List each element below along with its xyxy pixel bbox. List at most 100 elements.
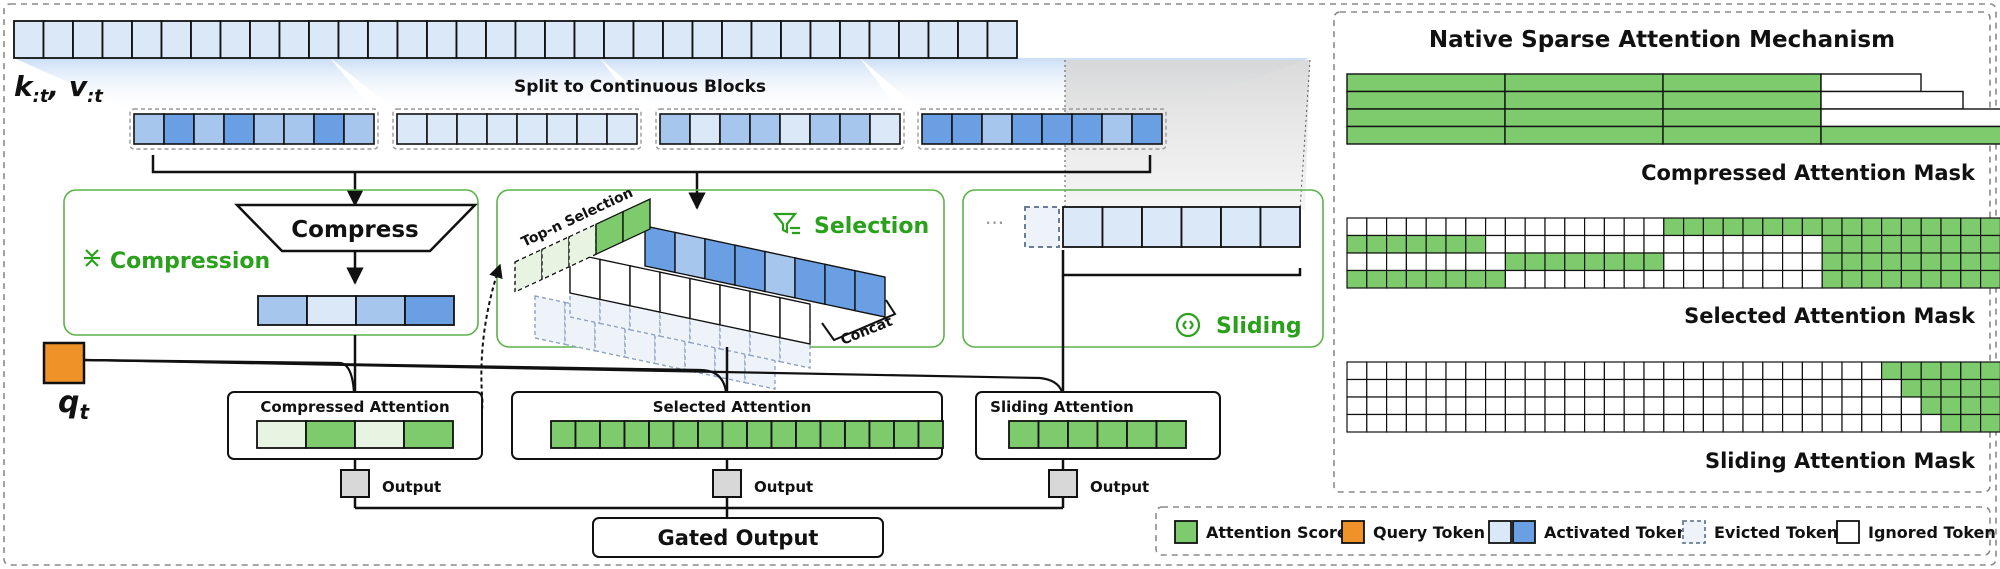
- mask-cell: [1940, 413, 1962, 433]
- mask-cell: [1504, 90, 1664, 110]
- kv-token: [278, 20, 310, 59]
- compressed-mask-label: Compressed Attention Mask: [1641, 161, 1976, 185]
- selection-strip-activated-token: [824, 263, 856, 312]
- mask-cell: [1346, 269, 1368, 289]
- mask-cell: [1841, 252, 1863, 272]
- selection-strip-token: [629, 264, 661, 313]
- compressed-token: [257, 295, 308, 326]
- mask-cell: [1722, 413, 1744, 433]
- block-token: [869, 113, 901, 145]
- mask-cell: [1960, 396, 1982, 416]
- mask-cell: [1722, 269, 1744, 289]
- mask-cell: [1623, 396, 1645, 416]
- mask-cell: [1940, 252, 1962, 272]
- selected-score: [672, 420, 699, 449]
- block-frame: [392, 108, 642, 150]
- mask-cell: [1385, 361, 1407, 381]
- sliding-token: [1259, 206, 1301, 248]
- mask-cell: [1663, 252, 1685, 272]
- block-token: [1101, 113, 1133, 145]
- mask-cell: [1960, 234, 1982, 254]
- mask-cell: [1940, 269, 1962, 289]
- selection-strip-activated-token: [704, 237, 736, 286]
- block-token: [749, 113, 781, 145]
- mask-cell: [1880, 396, 1902, 416]
- mask-cell: [1603, 269, 1625, 289]
- mask-cell: [1524, 361, 1546, 381]
- kv-token: [957, 20, 989, 59]
- legend-label-ignored-token: Ignored Token: [1868, 523, 1996, 542]
- block-frame: [917, 108, 1167, 150]
- mask-cell: [1821, 413, 1843, 433]
- mask-cell: [1820, 90, 1964, 110]
- top-n-score: [541, 235, 570, 281]
- mask-cell: [1484, 234, 1506, 254]
- mask-cell: [1544, 217, 1566, 237]
- mask-cell: [1920, 252, 1942, 272]
- mask-cell: [1564, 217, 1586, 237]
- mask-cell: [1465, 396, 1487, 416]
- mask-cell: [1781, 361, 1803, 381]
- mask-cell: [1880, 252, 1902, 272]
- selection-strip-token: [719, 284, 751, 333]
- kv-label: k:t, v:t: [14, 70, 104, 107]
- mask-cell: [1880, 361, 1902, 381]
- mask-cell: [1385, 413, 1407, 433]
- mask-cell: [1820, 108, 2000, 128]
- mask-cell: [1762, 396, 1784, 416]
- mask-cell: [1861, 378, 1883, 398]
- block-token: [313, 113, 345, 145]
- mask-cell: [1702, 361, 1724, 381]
- block-token: [193, 113, 225, 145]
- mask-cell: [1405, 378, 1427, 398]
- mask-cell: [1346, 378, 1368, 398]
- mask-cell: [1564, 378, 1586, 398]
- mask-cell: [1722, 396, 1744, 416]
- kv-token: [514, 20, 546, 59]
- selected-score: [844, 420, 871, 449]
- mask-cell: [1920, 413, 1942, 433]
- legend-swatch-activated-dark: [1512, 520, 1536, 544]
- selected-score: [770, 420, 797, 449]
- mask-cell: [1425, 396, 1447, 416]
- kv-token: [72, 20, 104, 59]
- mask-cell: [1484, 252, 1506, 272]
- kv-token: [839, 20, 871, 59]
- module-outputs: [353, 275, 1065, 392]
- mask-cell: [1465, 252, 1487, 272]
- kv-token: [986, 20, 1018, 59]
- mask-cell: [1643, 269, 1665, 289]
- mask-cell: [1445, 269, 1467, 289]
- kv-token: [750, 20, 782, 59]
- mask-cell: [1366, 378, 1388, 398]
- selection-strip-activated: [644, 225, 886, 318]
- block-token: [1041, 113, 1073, 145]
- block-token: [223, 113, 255, 145]
- selection-strip-token: [779, 296, 811, 345]
- mask-cell: [1940, 234, 1962, 254]
- kv-token: [160, 20, 192, 59]
- mask-cell: [1663, 269, 1685, 289]
- mask-cell: [1940, 378, 1962, 398]
- mask-cell: [1583, 252, 1605, 272]
- mask-cell: [1366, 252, 1388, 272]
- fan: [600, 58, 900, 112]
- compress-trapezoid: [234, 203, 478, 253]
- selected-output-gate: [712, 469, 742, 498]
- block-token: [921, 113, 953, 145]
- mask-cell: [1484, 361, 1506, 381]
- mask-cell: [1722, 252, 1744, 272]
- mask-cell: [1682, 413, 1704, 433]
- mask-cell: [1662, 90, 1822, 110]
- mask-cell: [1861, 234, 1883, 254]
- mask-cell: [1682, 269, 1704, 289]
- mask-cell: [1603, 252, 1625, 272]
- mask-cell: [1623, 378, 1645, 398]
- split-label: Split to Continuous Blocks: [514, 77, 766, 97]
- evicted-token: [1024, 206, 1060, 248]
- legend-swatch-attention-score: [1174, 520, 1198, 544]
- compressed-token: [355, 295, 406, 326]
- mask-cell: [1880, 413, 1902, 433]
- mask-cell: [1564, 413, 1586, 433]
- selected-score: [893, 420, 920, 449]
